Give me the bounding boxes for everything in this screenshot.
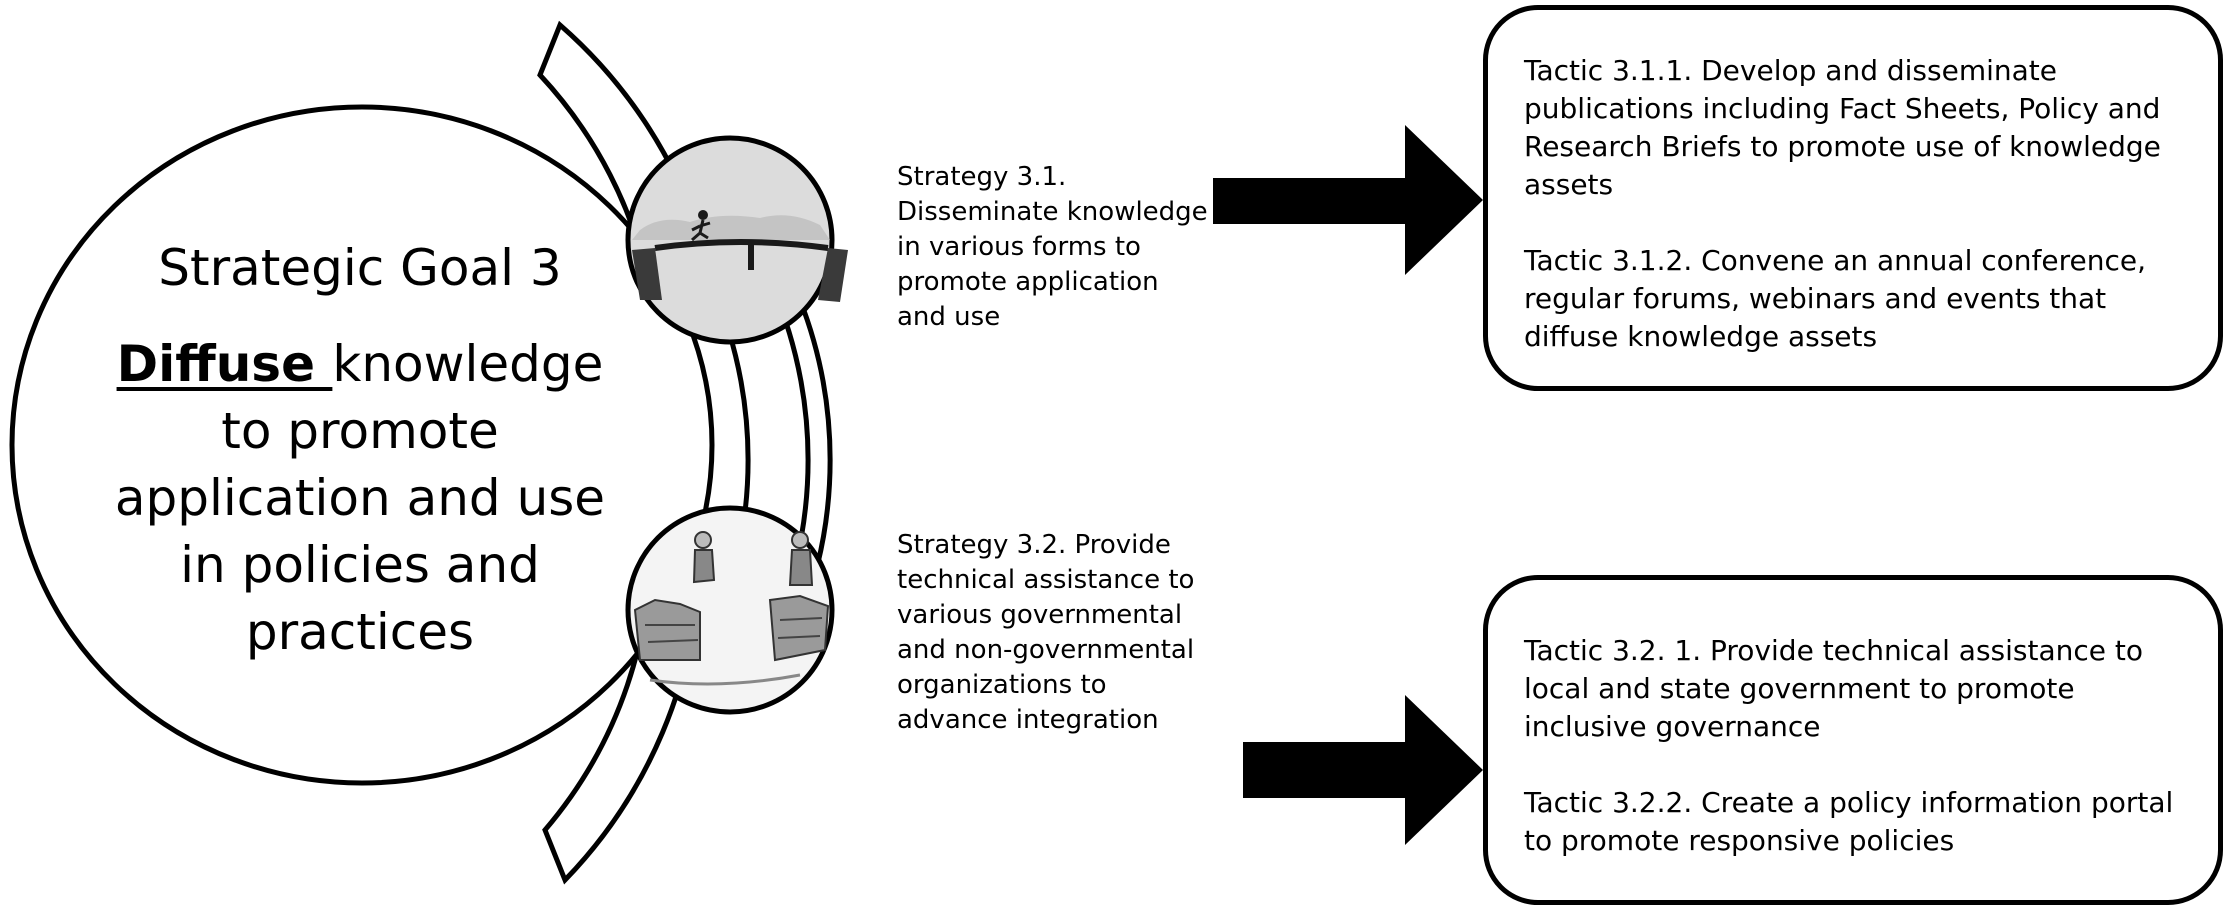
goal-emphasis: Diffuse: [116, 335, 333, 393]
tactic-3-2-2: Tactic 3.2.2. Create a policy informatio…: [1524, 786, 2174, 857]
tactics-box-3-2: Tactic 3.2. 1. Provide technical assista…: [1483, 575, 2223, 905]
tactic-3-1-2: Tactic 3.1.2. Convene an annual conferen…: [1524, 244, 2147, 353]
strategy-1-illustration: [625, 135, 848, 345]
tactics-box-3-1: Tactic 3.1.1. Develop and disseminate pu…: [1483, 5, 2223, 391]
arrow-strategy-1: [1213, 125, 1483, 275]
strategy-3-1-text: Strategy 3.1. Disseminate knowledge in v…: [897, 162, 1208, 332]
strategy-3-2-text: Strategy 3.2. Provide technical assistan…: [897, 530, 1195, 735]
goal-description: knowledge to promote application and use…: [114, 335, 606, 661]
strategy-2-illustration: [625, 505, 835, 715]
tactic-3-2-1: Tactic 3.2. 1. Provide technical assista…: [1524, 634, 2144, 743]
goal-title: Strategic Goal 3: [158, 239, 562, 297]
goal-circle: [9, 104, 715, 786]
tactic-3-1-1: Tactic 3.1.1. Develop and disseminate pu…: [1524, 54, 2161, 201]
goal-statement: Diffuse knowledge to promote application…: [100, 331, 620, 666]
arrow-strategy-2: [1243, 695, 1483, 845]
